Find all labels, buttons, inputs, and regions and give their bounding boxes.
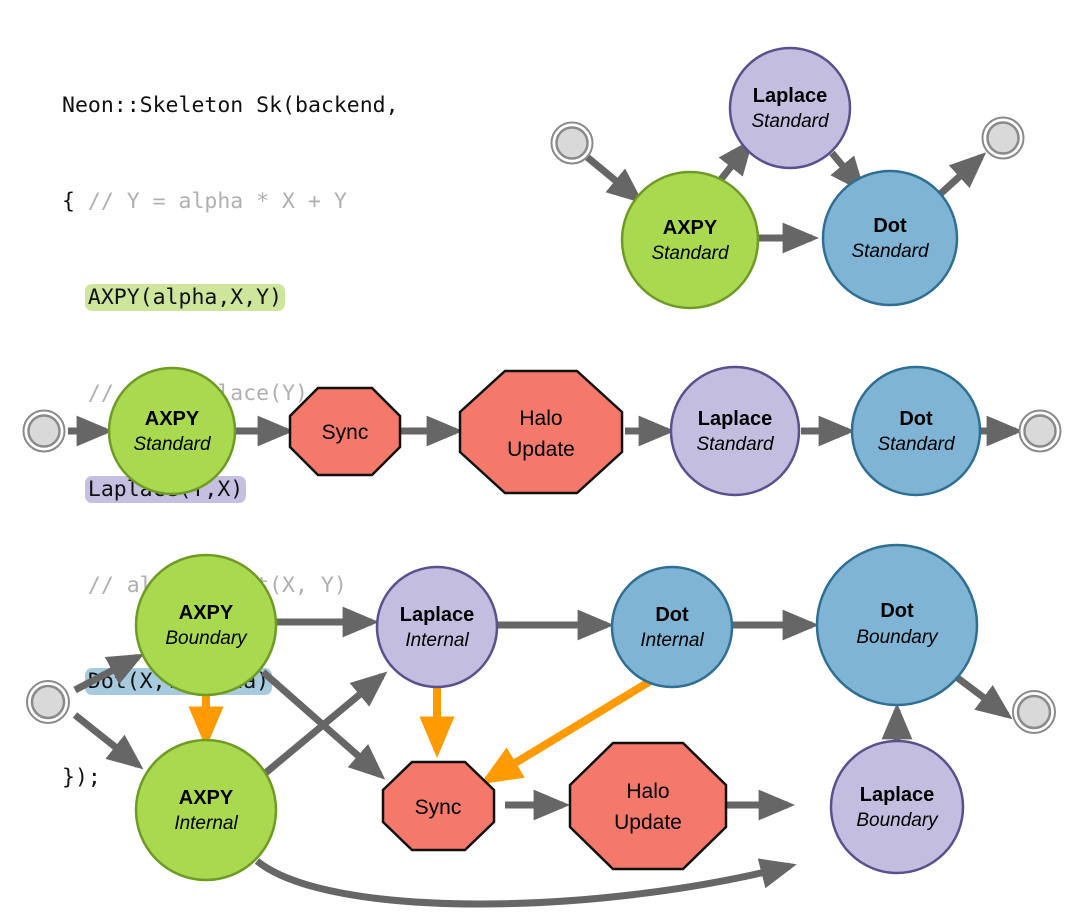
edges-partitioned-dependency xyxy=(188,664,675,785)
node-linear-dot[interactable]: Dot Standard xyxy=(850,365,982,497)
node-shape-octagon xyxy=(568,741,728,871)
edge-axpy-internal-laplace-internal xyxy=(260,671,388,778)
node-sublabel: Standard xyxy=(651,243,730,264)
node-label: Sync xyxy=(415,796,462,819)
node-standard-end[interactable] xyxy=(981,116,1025,160)
code-token: Neon::Skeleton Sk(backend, xyxy=(62,93,399,118)
node-standard-start[interactable] xyxy=(550,121,594,165)
node-sublabel: Boundary xyxy=(165,628,248,649)
node-sublabel: Standard xyxy=(133,434,212,455)
node-label: Laplace xyxy=(753,85,827,107)
node-shape-circle xyxy=(669,365,801,497)
node-shape-circle xyxy=(375,565,499,689)
node-partitioned-laplace-boundary[interactable]: Laplace Boundary xyxy=(829,739,965,875)
node-shape-octagon xyxy=(288,386,402,477)
node-sublabel: Internal xyxy=(405,630,469,651)
node-label: Sync xyxy=(322,421,369,444)
edge-dep-dot-internal-sync xyxy=(480,664,675,785)
node-shape-circle xyxy=(610,565,734,689)
node-sublabel: Update xyxy=(614,811,682,834)
node-label: Laplace xyxy=(860,784,934,806)
node-standard-axpy[interactable]: AXPY Standard xyxy=(620,170,760,310)
node-sublabel: Internal xyxy=(174,813,238,834)
node-partitioned-laplace-internal[interactable]: Laplace Internal xyxy=(375,565,499,689)
node-partitioned-end[interactable] xyxy=(1012,690,1056,734)
node-shape-circle xyxy=(850,365,982,497)
node-linear-sync[interactable]: Sync xyxy=(288,386,402,477)
node-sublabel: Update xyxy=(507,438,575,461)
edge-axpy-laplace xyxy=(715,138,754,186)
node-label: Dot xyxy=(873,215,907,237)
node-sublabel: Standard xyxy=(851,241,930,262)
node-standard-laplace[interactable]: Laplace Standard xyxy=(728,46,852,170)
edge-start-axpy xyxy=(584,154,644,204)
edge-start-axpy-internal xyxy=(72,712,144,770)
node-sublabel: Internal xyxy=(640,630,704,651)
node-label: Dot xyxy=(655,604,689,626)
graph-partitioned: AXPY Boundary AXPY Internal Laplace Inte… xyxy=(26,543,1056,908)
node-label: AXPY xyxy=(179,787,234,809)
terminal-inner-disc xyxy=(27,414,61,448)
code-highlight-axpy: AXPY(alpha,X,Y) xyxy=(84,284,286,311)
edge-dot-boundary-end xyxy=(952,673,1013,720)
node-shape-octagon xyxy=(458,369,624,495)
node-label: AXPY xyxy=(145,408,200,430)
node-label: AXPY xyxy=(663,217,718,239)
node-linear-axpy[interactable]: AXPY Standard xyxy=(107,366,237,496)
node-label: Dot xyxy=(899,408,933,430)
code-line-2: AXPY(alpha,X,Y) xyxy=(62,282,399,314)
code-token: }); xyxy=(62,765,101,790)
node-shape-circle xyxy=(134,738,278,882)
terminal-inner-disc xyxy=(555,126,589,160)
edge-start-axpy-boundary xyxy=(73,653,145,694)
node-sublabel: Boundary xyxy=(856,627,939,648)
node-partitioned-sync[interactable]: Sync xyxy=(381,760,496,852)
code-line-7: }); xyxy=(62,762,399,794)
node-label: Laplace xyxy=(698,408,772,430)
node-partitioned-axpy-internal[interactable]: AXPY Internal xyxy=(134,738,278,882)
node-label: Halo xyxy=(626,780,669,803)
node-label: Laplace xyxy=(400,604,474,626)
code-line-0: Neon::Skeleton Sk(backend, xyxy=(62,90,399,122)
node-sublabel: Standard xyxy=(751,111,830,132)
edge-dot-end xyxy=(935,152,987,199)
node-partitioned-start[interactable] xyxy=(26,680,70,724)
edges-standard xyxy=(584,138,987,254)
node-partitioned-axpy-boundary[interactable]: AXPY Boundary xyxy=(134,553,278,697)
node-partitioned-dot-boundary[interactable]: Dot Boundary xyxy=(815,543,979,707)
node-linear-end[interactable] xyxy=(1018,409,1062,453)
terminal-inner-disc xyxy=(1016,694,1052,730)
node-shape-circle xyxy=(821,169,959,307)
graph-linear: AXPY Standard Sync Halo Update Laplace S… xyxy=(22,365,1062,497)
node-label: AXPY xyxy=(179,602,234,624)
node-sublabel: Standard xyxy=(696,434,775,455)
node-shape-circle xyxy=(815,543,979,707)
edges-partitioned-data xyxy=(72,606,1013,821)
terminal-inner-disc xyxy=(30,684,66,720)
node-shape-circle xyxy=(107,366,237,496)
node-partitioned-halo[interactable]: Halo Update xyxy=(568,741,728,871)
node-linear-laplace[interactable]: Laplace Standard xyxy=(669,365,801,497)
node-standard-dot[interactable]: Dot Standard xyxy=(821,169,959,307)
node-shape-circle xyxy=(728,46,852,170)
node-shape-octagon xyxy=(381,760,496,852)
node-linear-halo[interactable]: Halo Update xyxy=(458,369,624,495)
node-label: Dot xyxy=(880,600,914,622)
node-sublabel: Boundary xyxy=(856,810,939,831)
edge-axpy-internal-laplace-boundary xyxy=(254,858,797,908)
terminal-inner-disc xyxy=(1023,414,1057,448)
node-partitioned-dot-internal[interactable]: Dot Internal xyxy=(610,565,734,689)
node-linear-start[interactable] xyxy=(22,409,66,453)
terminal-inner-disc xyxy=(986,121,1020,155)
code-token: { xyxy=(62,189,88,214)
code-line-1: { // Y = alpha * X + Y xyxy=(62,186,399,218)
node-sublabel: Standard xyxy=(877,434,956,455)
node-shape-circle xyxy=(134,553,278,697)
node-shape-circle xyxy=(829,739,965,875)
graph-standard: AXPY Standard Laplace Standard Dot Stand… xyxy=(550,46,1025,310)
node-shape-circle xyxy=(620,170,760,310)
node-label: Halo xyxy=(519,407,562,430)
code-comment: // Y = alpha * X + Y xyxy=(87,189,347,214)
